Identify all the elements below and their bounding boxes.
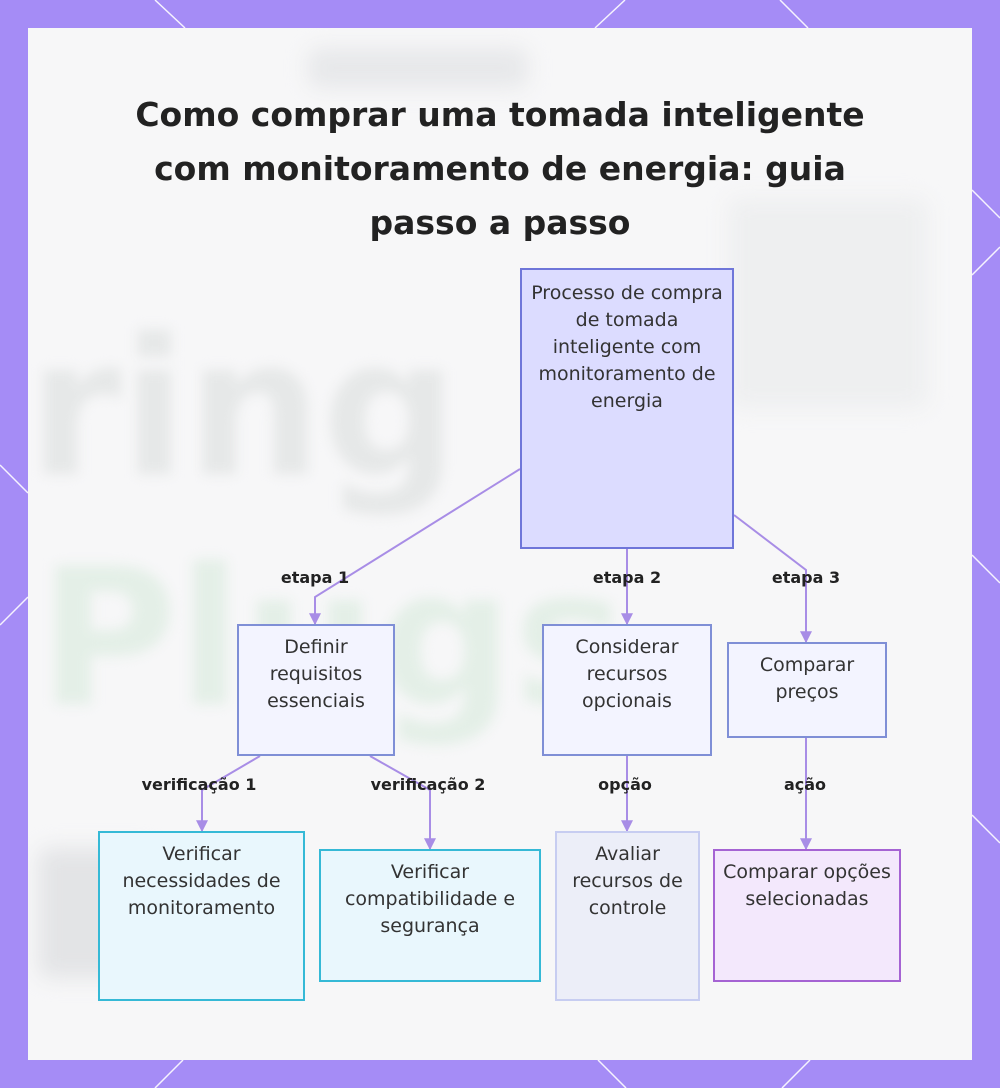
node-check2-label: Verificar compatibilidade e segurança (344, 861, 516, 937)
node-step3: Comparar preços (727, 642, 887, 738)
edge-label-action: ação (783, 775, 827, 794)
edge-step1-check2 (369, 755, 436, 851)
node-step1-label: Definir requisitos essenciais (267, 636, 365, 712)
edge-label-check2: verificação 2 (370, 775, 486, 794)
node-option: Avaliar recursos de controle (555, 831, 700, 1001)
edge-step1-check1 (196, 755, 261, 833)
node-check2: Verificar compatibilidade e segurança (319, 849, 541, 982)
node-step2-label: Considerar recursos opcionais (575, 636, 679, 712)
node-action: Comparar opções selecionadas (713, 849, 901, 982)
edge-label-option: opção (598, 775, 652, 794)
node-step2: Considerar recursos opcionais (542, 624, 712, 756)
node-step1: Definir requisitos essenciais (237, 624, 395, 756)
node-check1-label: Verificar necessidades de monitoramento (122, 843, 281, 919)
edge-label-step3: etapa 3 (771, 568, 841, 587)
node-option-label: Avaliar recursos de controle (572, 843, 683, 919)
page-title: Como comprar uma tomada inteligente com … (135, 95, 865, 242)
background-blur-block (728, 198, 928, 408)
background-text: ring (28, 298, 459, 519)
edge-root-step3 (733, 514, 812, 644)
background-blur-block (308, 48, 528, 88)
node-root-label: Processo de compra de tomada inteligente… (531, 282, 723, 412)
node-check1: Verificar necessidades de monitoramento (98, 831, 305, 1001)
edge-root-step1 (309, 468, 521, 626)
edge-label-step1: etapa 1 (280, 568, 350, 587)
node-root: Processo de compra de tomada inteligente… (520, 268, 734, 549)
edge-label-step2: etapa 2 (592, 568, 662, 587)
node-step3-label: Comparar preços (759, 654, 855, 703)
edge-label-check1: verificação 1 (141, 775, 257, 794)
node-action-label: Comparar opções selecionadas (723, 861, 891, 910)
